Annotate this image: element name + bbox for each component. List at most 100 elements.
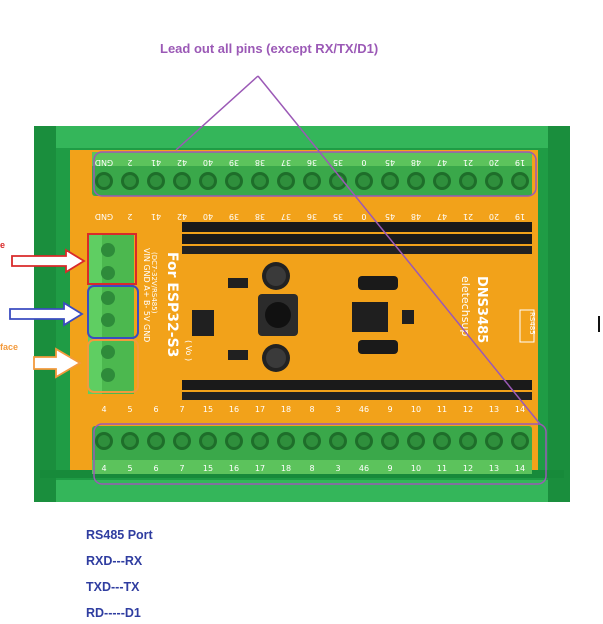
rs485-box <box>87 285 139 339</box>
legend-rs485-port: RS485 Port <box>86 528 153 542</box>
top-terminal-screw-inner <box>462 175 474 187</box>
bottom-terminal-pin-label: 5 <box>127 464 132 473</box>
top-pin-header <box>182 222 532 254</box>
top-terminal-screw-inner <box>436 175 448 187</box>
bottom-header-pin-label: 46 <box>359 405 369 414</box>
bottom-terminal-screw-inner <box>436 435 448 447</box>
top-terminal-pin-label: 2 <box>127 158 132 167</box>
top-header-pin-label: 20 <box>489 212 499 221</box>
top-terminal-pin-label: 19 <box>515 158 525 167</box>
top-terminal-screw-inner <box>358 175 370 187</box>
top-header-pin-label: 40 <box>203 212 213 221</box>
top-terminal-screw-inner <box>306 175 318 187</box>
svg-text:RS485: RS485 <box>528 312 536 335</box>
bottom-terminal-screw-inner <box>124 435 136 447</box>
bottom-terminal-screw-inner <box>332 435 344 447</box>
left-terminal-block <box>88 234 134 394</box>
bottom-terminal-screw-inner <box>306 435 318 447</box>
bottom-terminal-screw-inner <box>514 435 526 447</box>
top-header-pin-label: 47 <box>437 212 447 221</box>
vo-label: ( Vo ) <box>184 340 193 361</box>
bottom-terminal-screw-inner <box>358 435 370 447</box>
bottom-terminal-screw-inner <box>280 435 292 447</box>
side-label-power: e <box>0 240 6 250</box>
top-terminal-highlight <box>93 151 537 197</box>
legend-rxd: RXD---RX <box>86 554 143 568</box>
bottom-terminal-pin-label: 3 <box>335 464 340 473</box>
bottom-header-pin-label: 6 <box>153 405 158 414</box>
top-terminal-screw-inner <box>228 175 240 187</box>
top-terminal-screw-inner <box>384 175 396 187</box>
bottom-terminal-screw-inner <box>98 435 110 447</box>
bottom-terminal-pin-label: 9 <box>387 464 392 473</box>
rs485-badge: RS485 <box>519 309 536 343</box>
top-header-pin-label: 35 <box>333 212 343 221</box>
bottom-header-pin-label: 13 <box>489 405 499 414</box>
bottom-terminal-highlight <box>93 423 547 485</box>
side-label-iface: face <box>0 342 19 352</box>
bottom-terminal-pin-label: 16 <box>229 464 239 473</box>
bottom-terminal-screw-inner <box>410 435 422 447</box>
top-terminal-pin-label: 41 <box>151 158 161 167</box>
bottom-terminal-pin-label: 18 <box>281 464 291 473</box>
top-terminal-pin-label: 0 <box>361 158 366 167</box>
top-header-pin-label: 48 <box>411 212 421 221</box>
top-header-pin-label: 42 <box>177 212 187 221</box>
input-range-label: (DC7-32V/RS485) <box>150 252 158 314</box>
bottom-terminal-pin-label: 6 <box>153 464 158 473</box>
bottom-header-pin-label: 14 <box>515 405 525 414</box>
legend-txd: TXD---TX <box>86 580 140 594</box>
top-header-pin-label: 21 <box>463 212 473 221</box>
top-terminal-screw-inner <box>176 175 188 187</box>
bottom-header-pin-label: 11 <box>437 405 447 414</box>
top-terminal-pin-label: 40 <box>203 158 213 167</box>
bottom-terminal-pin-label: 8 <box>309 464 314 473</box>
bottom-header-pin-label: 10 <box>411 405 421 414</box>
top-terminal-pin-label: 42 <box>177 158 187 167</box>
top-terminal-pin-label: 39 <box>229 158 239 167</box>
bottom-terminal-pin-label: 13 <box>489 464 499 473</box>
output-interface-box <box>87 339 139 393</box>
bottom-terminal-pin-label: 46 <box>359 464 369 473</box>
top-terminal-screw-inner <box>124 175 136 187</box>
bottom-header-pin-label: 3 <box>335 405 340 414</box>
top-terminal-screw-inner <box>150 175 162 187</box>
top-terminal-screw-inner <box>280 175 292 187</box>
top-terminal-screw-inner <box>98 175 110 187</box>
bottom-terminal-screw-inner <box>150 435 162 447</box>
rs485-arrow <box>9 301 84 327</box>
bottom-terminal-screw-inner <box>228 435 240 447</box>
top-terminal-screw-inner <box>202 175 214 187</box>
top-header-pin-label: 36 <box>307 212 317 221</box>
bottom-header-pin-label: 9 <box>387 405 392 414</box>
bottom-terminal-pin-label: 12 <box>463 464 473 473</box>
bottom-terminal-screw-inner <box>254 435 266 447</box>
top-terminal-pin-label: 36 <box>307 158 317 167</box>
headline-caption: Lead out all pins (except RX/TX/D1) <box>160 41 379 56</box>
top-header-pin-label: 37 <box>281 212 291 221</box>
bottom-terminal-screw-inner <box>384 435 396 447</box>
bottom-terminal-pin-label: 11 <box>437 464 447 473</box>
top-terminal-pin-label: GND <box>95 158 113 167</box>
components <box>192 262 414 372</box>
bottom-terminal-screw-inner <box>202 435 214 447</box>
bottom-terminal-screw-inner <box>176 435 188 447</box>
bottom-header-pin-label: 7 <box>179 405 184 414</box>
pcb-board <box>70 150 538 470</box>
bottom-pin-header <box>182 380 532 400</box>
top-header-pin-label: 38 <box>255 212 265 221</box>
top-terminal-pin-label: 20 <box>489 158 499 167</box>
callout-line-left <box>175 75 259 151</box>
top-header-pin-label: GND <box>95 212 113 221</box>
bottom-terminal-pin-label: 10 <box>411 464 421 473</box>
bottom-header-pin-label: 5 <box>127 405 132 414</box>
top-header-pin-label: 19 <box>515 212 525 221</box>
bottom-terminal-pin-label: 7 <box>179 464 184 473</box>
board-model: DNS3485 <box>474 276 489 343</box>
top-terminal-pin-label: 35 <box>333 158 343 167</box>
top-terminal-pin-label: 37 <box>281 158 291 167</box>
